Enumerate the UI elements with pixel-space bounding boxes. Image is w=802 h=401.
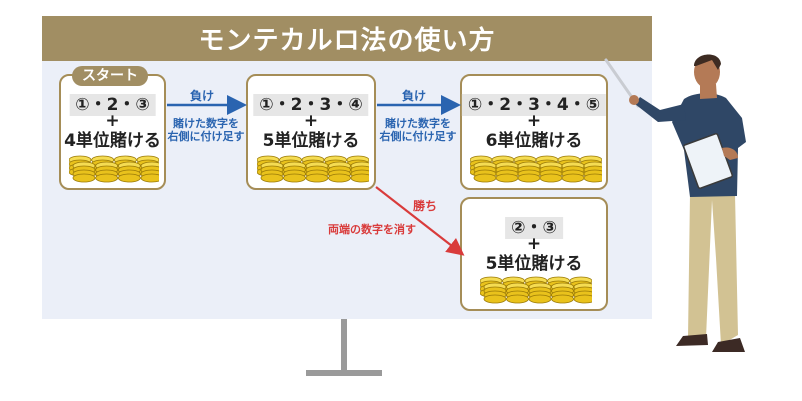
- win-note: 両端の数字を消す: [328, 223, 416, 236]
- step-box-lose-1: ①・2・3・④ + 5単位賭ける: [246, 74, 376, 190]
- lose-note-2-line1: 賭けた数字を: [385, 117, 451, 130]
- win-arrow: [375, 186, 465, 256]
- lose-note-1: 賭けた数字を 右側に付け足す: [166, 117, 246, 143]
- presenter-legs: [688, 194, 738, 345]
- coin-stack-icon: [469, 152, 607, 184]
- coin-stack-icon: [479, 273, 597, 305]
- page-title: モンテカルロ法の使い方: [198, 26, 496, 56]
- bet-amount: 5単位賭ける: [262, 131, 360, 151]
- lose-label-2: 負け: [402, 89, 427, 103]
- presenter-hair: [694, 54, 721, 70]
- plus-sign: +: [303, 111, 319, 131]
- number-sequence: ①・2・3・④: [253, 94, 369, 116]
- coin-stack-icon: [68, 152, 164, 184]
- board-stand-pole: [341, 319, 347, 371]
- presenter-hand: [629, 95, 639, 105]
- lose-note-1-line2: 右側に付け足す: [167, 130, 245, 143]
- bet-amount: 4単位賭ける: [64, 131, 161, 151]
- board-stand-base: [306, 370, 382, 376]
- lose-note-2-line2: 右側に付け足す: [379, 130, 457, 143]
- lose-note-2: 賭けた数字を 右側に付け足す: [377, 117, 459, 143]
- start-badge: スタート: [72, 66, 148, 86]
- win-label: 勝ち: [413, 199, 438, 213]
- number-sequence: ①・2・③: [69, 94, 156, 116]
- clipboard-hand: [722, 147, 738, 160]
- plus-sign: +: [526, 111, 542, 131]
- step-box-win: ②・③ + 5単位賭ける: [460, 197, 608, 311]
- bet-amount: 6単位賭ける: [485, 131, 583, 151]
- title-bar: モンテカルロ法の使い方: [42, 16, 652, 61]
- bet-amount: 5単位賭ける: [485, 254, 583, 274]
- step-box-start: ①・2・③ + 4単位賭ける: [59, 74, 166, 190]
- presenter-neck: [700, 84, 717, 99]
- plus-sign: +: [526, 234, 542, 254]
- lose-label-1: 負け: [190, 89, 215, 103]
- lose-note-1-line1: 賭けた数字を: [173, 117, 239, 130]
- number-sequence: ①・2・3・4・⑤: [461, 94, 607, 116]
- plus-sign: +: [105, 111, 120, 131]
- presenter-shoes: [676, 334, 745, 352]
- presenter-arm: [635, 97, 686, 122]
- step-box-lose-2: ①・2・3・4・⑤ + 6単位賭ける: [460, 74, 608, 190]
- number-sequence: ②・③: [505, 217, 563, 239]
